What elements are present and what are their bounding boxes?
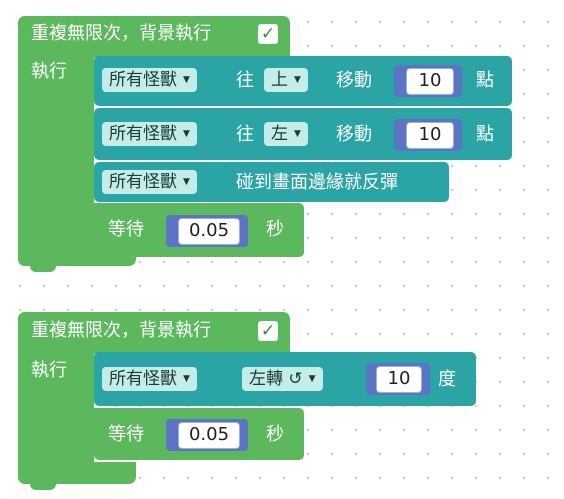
loop-bottom-notch	[30, 480, 56, 490]
wait-label: 等待	[108, 424, 144, 445]
turn-direction-dropdown[interactable]: 左轉 ↺▼	[242, 367, 323, 391]
toward-label: 往	[236, 124, 254, 145]
wait-block[interactable]: 等待 0.05 秒	[94, 408, 304, 460]
chevron-down-icon: ▼	[183, 75, 190, 85]
chevron-down-icon: ▼	[308, 374, 316, 384]
move-block[interactable]: 所有怪獸▼ 往 上▼ 移動 10 點	[94, 56, 512, 106]
distance-input[interactable]: 10	[406, 68, 454, 95]
bounce-label: 碰到畫面邊緣就反彈	[236, 172, 398, 193]
background-checkbox[interactable]: ✓	[258, 24, 278, 44]
distance-input[interactable]: 10	[406, 122, 454, 149]
wait-seconds-input[interactable]: 0.05	[178, 422, 240, 449]
loop-bottom	[18, 462, 136, 484]
chevron-down-icon: ▼	[183, 374, 190, 384]
unit-label: 點	[476, 70, 494, 91]
chevron-down-icon: ▼	[294, 75, 301, 85]
direction-dropdown[interactable]: 上▼	[264, 68, 308, 92]
bounce-block[interactable]: 所有怪獸▼ 碰到畫面邊緣就反彈	[94, 162, 449, 202]
move-label: 移動	[336, 70, 372, 91]
move-label: 移動	[336, 124, 372, 145]
chevron-down-icon: ▼	[183, 129, 190, 139]
loop-left-arm	[18, 312, 94, 484]
loop-header-label: 重複無限次，背景執行	[31, 23, 211, 44]
target-dropdown[interactable]: 所有怪獸▼	[102, 367, 197, 391]
chevron-down-icon: ▼	[294, 129, 301, 139]
wait-seconds-input[interactable]: 0.05	[178, 218, 240, 245]
value-slot: 0.05	[166, 419, 248, 451]
value-slot: 10	[394, 119, 462, 151]
toward-label: 往	[236, 70, 254, 91]
background-checkbox[interactable]: ✓	[258, 321, 278, 341]
value-slot: 10	[394, 65, 462, 97]
loop-left-arm	[18, 16, 94, 266]
seconds-label: 秒	[266, 424, 284, 445]
do-label: 執行	[31, 360, 67, 381]
loop-header-label: 重複無限次，背景執行	[31, 320, 211, 341]
value-slot: 10	[366, 363, 430, 395]
move-block[interactable]: 所有怪獸▼ 往 左▼ 移動 10 點	[94, 108, 512, 160]
unit-label: 點	[476, 124, 494, 145]
turn-block[interactable]: 所有怪獸▼ 左轉 ↺▼ 10 度	[94, 352, 476, 406]
target-dropdown[interactable]: 所有怪獸▼	[102, 122, 197, 146]
seconds-label: 秒	[266, 219, 284, 240]
target-dropdown[interactable]: 所有怪獸▼	[102, 170, 197, 194]
degree-label: 度	[438, 369, 456, 390]
angle-input[interactable]: 10	[376, 366, 422, 393]
wait-block[interactable]: 等待 0.05 秒	[94, 203, 304, 257]
direction-dropdown[interactable]: 左▼	[264, 122, 308, 146]
value-slot: 0.05	[166, 215, 248, 247]
target-dropdown[interactable]: 所有怪獸▼	[102, 68, 197, 92]
loop-bottom-notch	[30, 262, 56, 272]
chevron-down-icon: ▼	[183, 177, 190, 187]
do-label: 執行	[31, 61, 67, 82]
wait-label: 等待	[108, 219, 144, 240]
